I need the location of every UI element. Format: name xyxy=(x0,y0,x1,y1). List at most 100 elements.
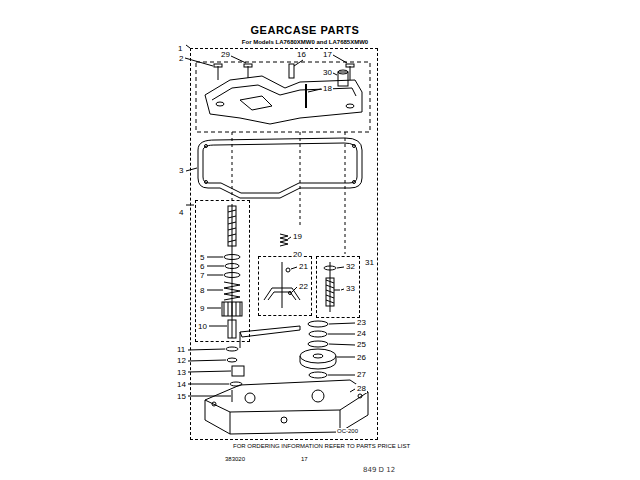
gearcase-base xyxy=(358,394,362,398)
callout-number: 25 xyxy=(356,340,367,349)
leader-line xyxy=(188,384,229,385)
callout-number: 11 xyxy=(176,345,186,354)
leader-line xyxy=(188,396,231,397)
leader-line xyxy=(333,73,337,75)
callout-number: 23 xyxy=(356,318,367,327)
agitator-shaft xyxy=(232,204,233,338)
document-number: 383020 xyxy=(224,456,246,463)
drive-gear xyxy=(300,356,336,362)
gearcase-base xyxy=(205,380,368,434)
callout-number: 10 xyxy=(197,322,208,331)
leader-line xyxy=(288,237,291,239)
gearcase-cover xyxy=(216,102,224,106)
agitator-shaft xyxy=(225,264,239,269)
gasket xyxy=(353,181,356,184)
callout-number: 31 xyxy=(364,258,375,267)
gasket xyxy=(353,145,356,148)
pin xyxy=(338,70,348,74)
agitator-shaft xyxy=(224,273,240,278)
callout-number: 33 xyxy=(345,284,356,293)
callout-number: 2 xyxy=(178,54,184,63)
gearcase-cover xyxy=(212,85,356,100)
screw xyxy=(346,64,354,67)
agitator-shaft xyxy=(224,255,240,260)
diagram-title: GEARCASE PARTS xyxy=(251,24,360,36)
callout-number: 8 xyxy=(199,286,205,295)
gearcase-base xyxy=(245,393,255,403)
gasket xyxy=(198,138,362,198)
crank-arm xyxy=(232,390,233,402)
leader-line xyxy=(294,60,303,66)
callout-number: 21 xyxy=(298,262,309,271)
leader-line xyxy=(337,267,344,268)
callout-number: 22 xyxy=(298,282,309,291)
drive-gear xyxy=(309,372,327,378)
leader-line xyxy=(207,290,223,291)
shifter-fork xyxy=(286,268,290,272)
model-note: For Models LA7680XMW0 and LA7685XMW0 xyxy=(241,39,369,46)
leader-line xyxy=(188,349,225,350)
leader-line xyxy=(185,45,355,396)
leader-line xyxy=(188,371,231,372)
callout-number: 4 xyxy=(178,208,184,217)
agitator-shaft xyxy=(224,302,240,316)
callout-number: 3 xyxy=(178,166,184,175)
leader-line xyxy=(292,287,297,292)
agitator-shaft xyxy=(222,204,242,338)
gasket xyxy=(203,143,357,193)
leader-line xyxy=(337,357,355,358)
shifter-fork xyxy=(264,288,300,300)
drive-gear xyxy=(308,341,328,347)
gearcase-base xyxy=(205,380,368,434)
callout-number: 19 xyxy=(292,232,303,241)
pin xyxy=(305,84,307,108)
worm-shaft xyxy=(324,266,336,270)
callout-number: 13 xyxy=(176,368,187,377)
leader-line xyxy=(231,56,246,63)
callout-number: 20 xyxy=(292,250,303,259)
shifter-fork xyxy=(280,234,288,246)
crank-arm xyxy=(226,326,300,402)
callout-number: 1 xyxy=(177,44,183,53)
callout-number: 15 xyxy=(176,392,187,401)
shifter-fork xyxy=(264,234,300,308)
leader-line xyxy=(207,266,224,267)
gearcase-base xyxy=(205,392,368,412)
alignment-line xyxy=(300,132,301,228)
callout-number: 30 xyxy=(322,68,333,77)
alignment-line xyxy=(345,132,346,254)
drive-gear xyxy=(309,331,327,337)
leader-line xyxy=(209,326,227,327)
crank-arm xyxy=(240,332,241,348)
screw xyxy=(248,66,249,78)
gearcase-base xyxy=(230,410,340,434)
leader-line xyxy=(333,55,347,63)
screw xyxy=(218,66,219,80)
pin xyxy=(289,64,348,108)
leader-line xyxy=(329,344,355,345)
callout-number: 26 xyxy=(356,353,367,362)
agitator-shaft xyxy=(228,210,236,242)
agitator-shaft xyxy=(222,302,242,316)
drive-gear xyxy=(300,362,336,369)
gasket xyxy=(205,145,208,148)
shifter-fork xyxy=(289,292,292,295)
leader-line xyxy=(188,360,226,361)
assembly-box: 143120 xyxy=(190,48,378,440)
leader-line xyxy=(207,257,223,258)
crank-arm xyxy=(227,358,237,362)
screw xyxy=(350,66,351,80)
worm-shaft xyxy=(326,280,334,303)
callout-number: 27 xyxy=(356,370,367,379)
gearcase-cover xyxy=(346,104,354,108)
callout-number: 7 xyxy=(199,271,205,280)
worm-shaft xyxy=(326,278,334,306)
crank-arm xyxy=(232,366,244,376)
shifter-fork xyxy=(268,292,296,300)
callout-number: 12 xyxy=(176,356,187,365)
callout-number: 9 xyxy=(199,304,205,313)
leader-line xyxy=(207,275,223,276)
drive-gear xyxy=(300,321,336,378)
